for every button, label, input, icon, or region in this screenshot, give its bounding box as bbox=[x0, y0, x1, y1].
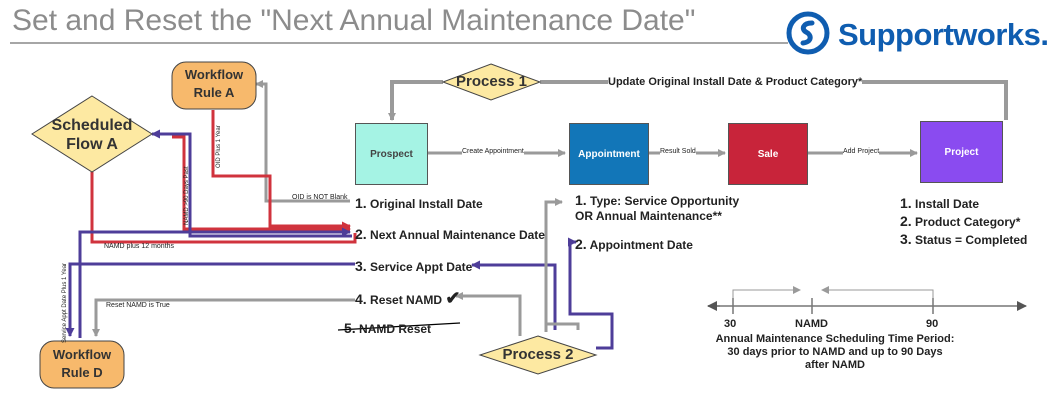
field-service-appt-date: 3. Service Appt Date bbox=[355, 258, 473, 274]
oid-plus-1-year-label: OID Plus 1 Year bbox=[216, 125, 222, 168]
field-next-annual-maintenance-date: 2. Next Annual Maintenance Date bbox=[355, 226, 545, 242]
workflow-rule-d-shape bbox=[39, 340, 125, 389]
timeline-bracket-after bbox=[821, 286, 934, 298]
timeline-tick-label-90: 90 bbox=[926, 318, 939, 330]
workflow-rule-a-shape bbox=[171, 61, 257, 110]
create-appointment-label: Create Appointment bbox=[462, 148, 524, 155]
process-1-shape bbox=[441, 63, 542, 101]
namd-plus-12-months-label: NAMD plus 12 months bbox=[104, 243, 175, 250]
checkbox-checked-icon: ✔ bbox=[445, 288, 461, 308]
field-original-install-date: 1. Original Install Date bbox=[355, 195, 483, 211]
reset-namd-true-label: Reset NAMD is True bbox=[106, 302, 170, 309]
add-project-label: Add Project bbox=[843, 148, 880, 155]
result-sold-label: Result Sold bbox=[660, 148, 696, 155]
title-divider bbox=[10, 42, 788, 44]
field-install-date: 1. Install Date bbox=[900, 195, 980, 211]
process2-to-service-appt-connector bbox=[471, 260, 557, 330]
field-reset-namd: 4. Reset NAMD ✔ bbox=[355, 288, 461, 308]
oid-not-blank-connector bbox=[255, 80, 350, 203]
timeline-tick-label-namd: NAMD bbox=[795, 318, 828, 330]
process-2: Process 2 bbox=[502, 346, 574, 363]
service-appt-plus-1-year-connector bbox=[65, 262, 355, 337]
field-appointment-date: 2. Appointment Date bbox=[575, 236, 693, 252]
timeline-caption: Annual Maintenance Scheduling Time Perio… bbox=[715, 333, 955, 371]
field-namd-reset: 5. NAMD Reset bbox=[344, 320, 432, 336]
field-product-category: 2. Product Category* bbox=[900, 213, 1021, 229]
namd-plus-12-months-connector bbox=[90, 172, 357, 244]
workflow-rule-d-to-namd-connector bbox=[78, 227, 351, 338]
process2-to-reset-namd-connector bbox=[455, 292, 522, 336]
scheduled-flow-red-connector bbox=[172, 135, 351, 234]
process-2-shape bbox=[478, 335, 598, 375]
timeline-tick-label-30: 30 bbox=[724, 318, 737, 330]
field-status-completed: 3. Status = Completed bbox=[900, 231, 1028, 247]
namd-reset-strike bbox=[337, 322, 461, 331]
supportworks-logo-icon bbox=[786, 11, 830, 55]
scheduled-flow-a-shape bbox=[31, 95, 153, 173]
service-appt-plus-1-year-label: Service Appt Date Plus 1 Year bbox=[62, 263, 68, 343]
brand-name: Supportworks. bbox=[838, 17, 1049, 52]
oid-plus-1-year-connector bbox=[211, 110, 351, 231]
namd-90-days-past-connector bbox=[151, 129, 352, 238]
update-oid-label: Update Original Install Date & Product C… bbox=[608, 76, 863, 88]
namd-90-days-past-label: NAMD >90 Days Past bbox=[184, 166, 190, 225]
sale-box: Sale bbox=[728, 123, 808, 185]
appointment-box: Appointment bbox=[569, 123, 649, 185]
process2-to-type-connector bbox=[544, 198, 563, 332]
prospect-box: Prospect bbox=[355, 123, 428, 185]
reset-namd-true-connector bbox=[92, 298, 355, 337]
process2-to-appointment-date-connector bbox=[568, 237, 614, 350]
process1-to-prospect-connector bbox=[388, 80, 443, 121]
process2-gray-stub-connector bbox=[546, 322, 580, 330]
oid-not-blank-label: OID is NOT Blank bbox=[292, 194, 348, 201]
timeline-bracket-before bbox=[732, 286, 801, 298]
project-box: Project bbox=[920, 121, 1003, 183]
field-appointment-type: 1. Type: Service Opportunity OR Annual M… bbox=[575, 192, 740, 224]
process-1: Process 1 bbox=[456, 73, 527, 90]
page-title: Set and Reset the "Next Annual Maintenan… bbox=[12, 4, 696, 37]
